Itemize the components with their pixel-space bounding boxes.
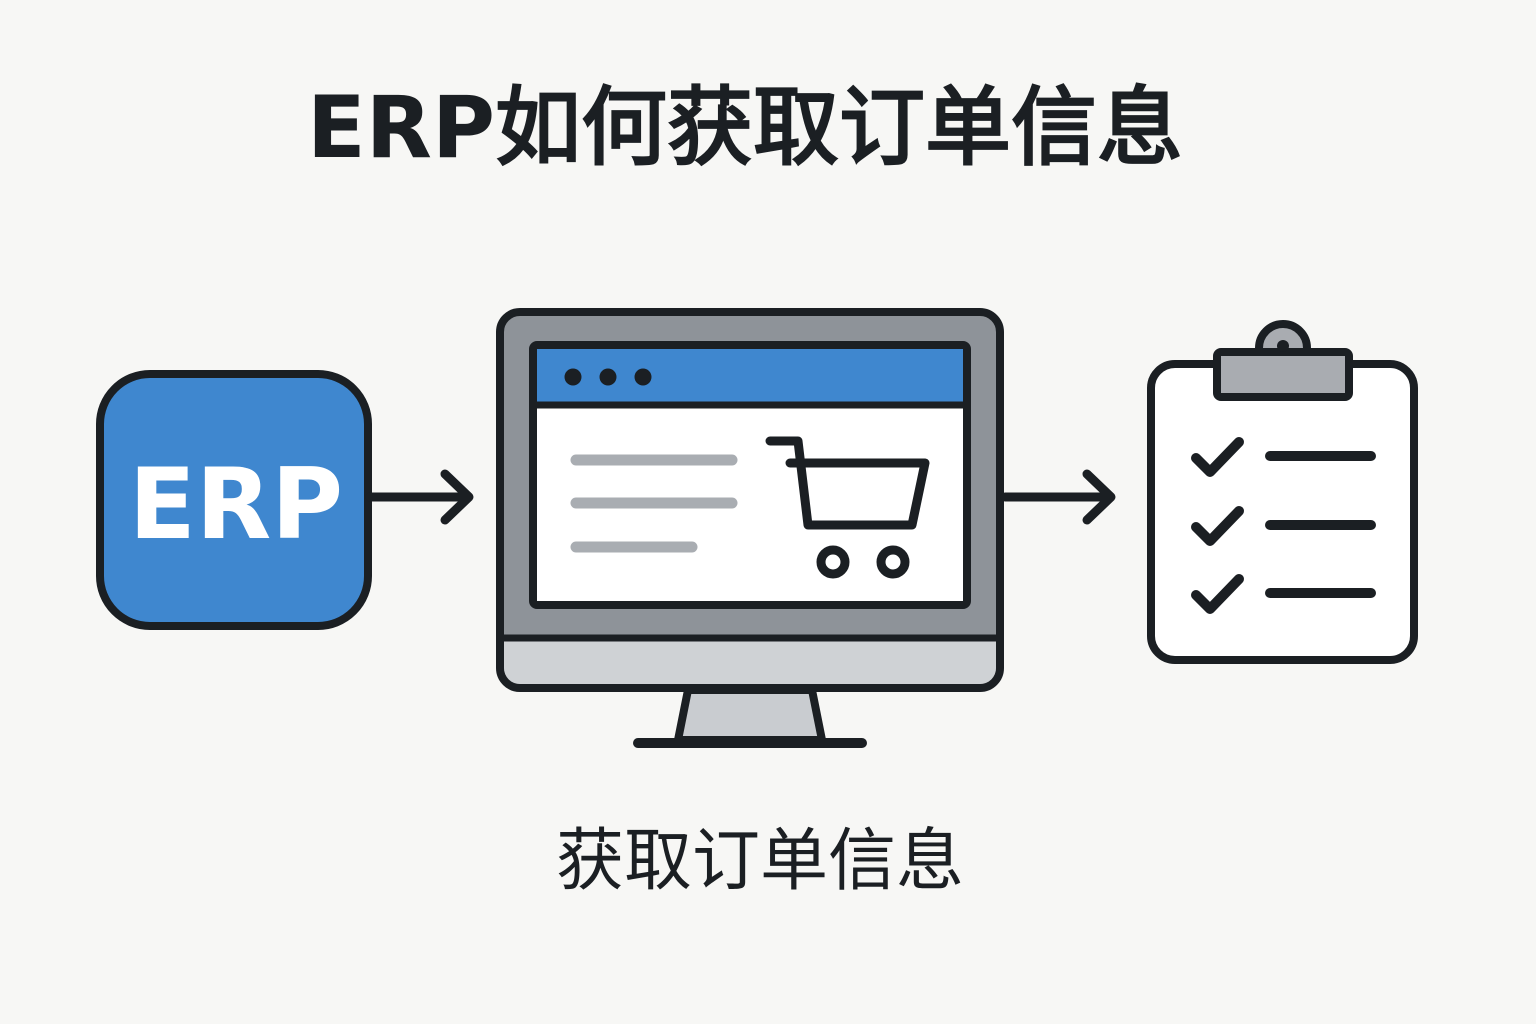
erp-box-icon: ERP [96,370,372,630]
check-icon [1191,574,1244,614]
check-icon [1191,506,1244,546]
caption: 获取订单信息 [556,822,964,901]
monitor-stand [674,686,826,744]
arrow-right-icon [1000,469,1116,525]
text-lines [570,454,738,553]
page-title: ERP如何获取订单信息 [307,78,1183,178]
arrow-right-icon [365,469,474,525]
window-dot-icon [564,368,582,386]
monitor-icon [496,308,1004,748]
erp-label: ERP [129,448,343,562]
browser-window [529,341,971,609]
window-dot-icon [634,368,652,386]
shopping-cart-icon [765,436,930,579]
check-icon [1191,437,1244,477]
clipboard-checklist-icon [1147,320,1418,664]
monitor-chin [504,640,996,684]
window-dot-icon [599,368,617,386]
clipboard-clip [1213,348,1353,401]
